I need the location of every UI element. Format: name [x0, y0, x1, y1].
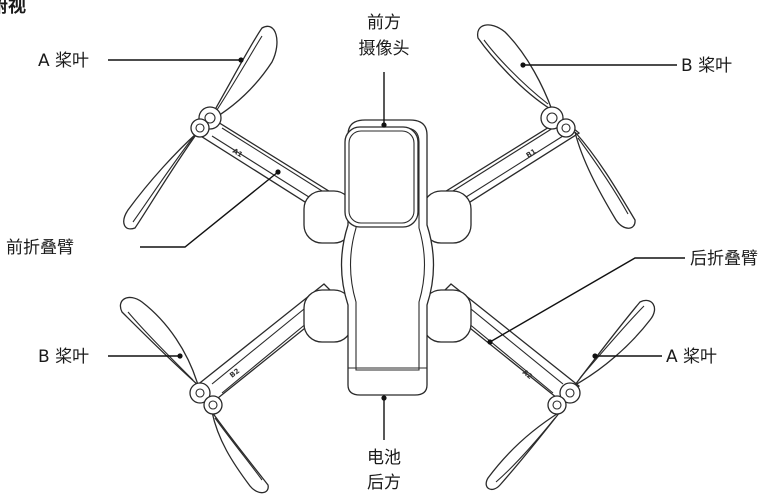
label-front-camera-line2: 摄像头: [359, 39, 410, 59]
label-battery-line1: 电池: [367, 448, 401, 468]
diagram-title: 俯视: [0, 0, 26, 17]
propeller-a-bottom-right: [485, 299, 656, 491]
label-battery-line2: 后方: [367, 473, 401, 493]
label-front-camera-line1: 前方: [367, 13, 401, 33]
leader-lines: [108, 57, 685, 440]
label-prop-a-top-left: A 桨叶: [38, 51, 89, 71]
label-front-arm: 前折叠臂: [6, 238, 74, 258]
front-left-arm: A1: [194, 118, 342, 215]
label-prop-a-bottom-right: A 桨叶: [666, 347, 717, 367]
drone-body: [303, 119, 472, 396]
propeller-a-top-left: [123, 25, 278, 230]
label-rear-arm: 后折叠臂: [690, 249, 758, 269]
propeller-b-bottom-left: [119, 296, 269, 494]
label-prop-b-bottom-left: B 桨叶: [38, 347, 89, 367]
front-right-arm: B1: [433, 118, 581, 215]
leader-front-arm: [140, 171, 279, 248]
propeller-b-top-right: [477, 24, 636, 229]
label-prop-b-top-right: B 桨叶: [681, 56, 732, 76]
leader-rear-arm: [489, 257, 685, 343]
